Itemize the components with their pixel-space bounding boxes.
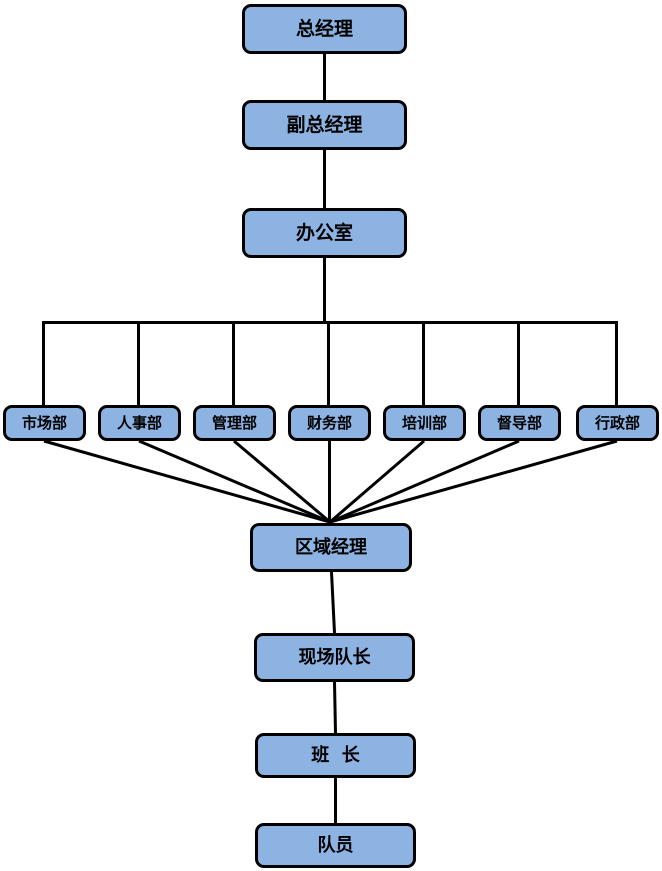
- node-team-member[interactable]: 队员: [255, 823, 416, 868]
- node-site-team-leader[interactable]: 现场队长: [254, 633, 415, 682]
- connector-market-to-region: [43, 439, 331, 524]
- node-label-department-administration: 行政部: [594, 413, 640, 432]
- connector-region-to-site: [330, 571, 336, 634]
- connector-site-to-shift: [333, 681, 337, 734]
- connector-admin-to-region: [329, 439, 618, 524]
- connector-manage-to-region: [233, 439, 331, 524]
- node-department-training[interactable]: 培训部: [383, 405, 466, 441]
- node-general-manager[interactable]: 总经理: [242, 4, 407, 54]
- node-department-marketing[interactable]: 市场部: [3, 405, 86, 441]
- node-label-department-management: 管理部: [211, 413, 257, 432]
- node-label-department-supervision: 督导部: [496, 413, 542, 432]
- node-deputy-general-manager[interactable]: 副总经理: [242, 100, 407, 150]
- connector-training-to-region: [329, 439, 425, 524]
- connector-hr-to-region: [138, 439, 331, 524]
- node-label-team-member: 队员: [317, 834, 354, 856]
- node-department-management[interactable]: 管理部: [193, 405, 276, 441]
- node-label-site-team-leader: 现场队长: [298, 646, 371, 668]
- node-label-regional-manager: 区域经理: [295, 536, 367, 558]
- connector-supervise-to-region: [329, 439, 520, 524]
- node-label-department-marketing: 市场部: [21, 413, 67, 432]
- node-department-hr[interactable]: 人事部: [98, 405, 181, 441]
- node-label-department-training: 培训部: [401, 413, 447, 432]
- node-label-deputy-general-manager: 副总经理: [286, 113, 363, 136]
- node-regional-manager[interactable]: 区域经理: [250, 523, 412, 572]
- node-label-department-hr: 人事部: [116, 413, 162, 432]
- node-label-shift-leader: 班 长: [311, 744, 360, 766]
- node-department-finance[interactable]: 财务部: [288, 405, 371, 441]
- node-shift-leader[interactable]: 班 长: [255, 733, 416, 778]
- node-label-office: 办公室: [295, 221, 353, 244]
- node-label-general-manager: 总经理: [295, 17, 353, 40]
- node-label-department-finance: 财务部: [306, 413, 352, 432]
- node-department-supervision[interactable]: 督导部: [478, 405, 561, 441]
- node-office[interactable]: 办公室: [242, 208, 407, 258]
- node-department-administration[interactable]: 行政部: [576, 405, 659, 441]
